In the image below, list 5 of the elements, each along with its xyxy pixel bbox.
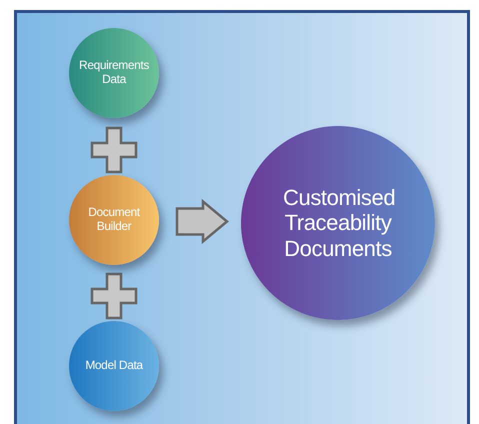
node-label: Customised Traceability Documents: [283, 185, 393, 261]
node-label: Requirements Data: [78, 59, 150, 87]
block-arrow: [176, 198, 229, 244]
node-label: Document Builder: [87, 206, 141, 234]
node-label: Model Data: [85, 359, 143, 373]
